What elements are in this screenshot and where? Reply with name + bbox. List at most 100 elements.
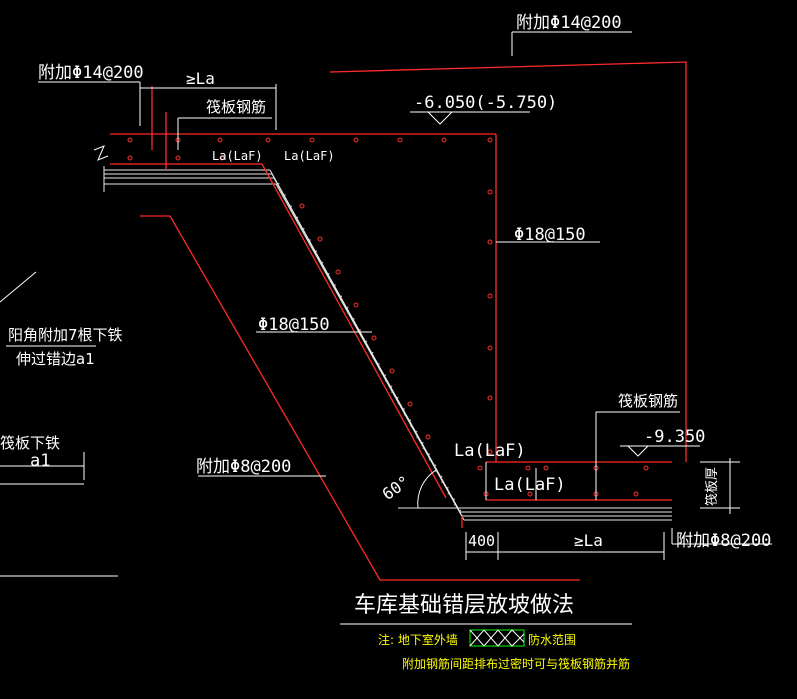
hatch-dot — [372, 357, 375, 360]
hatch-dot — [391, 391, 393, 393]
hatch-dot — [410, 425, 412, 427]
hatch-dot — [284, 199, 287, 202]
hatch-dot — [434, 464, 437, 467]
hatch-dot — [334, 289, 337, 292]
label-anchor-ge-la-top: ≥La — [186, 69, 215, 88]
rebar-dot — [127, 155, 133, 161]
label-elev-top: -6.050(-5.750) — [414, 93, 557, 113]
rebar-dots — [127, 137, 649, 497]
hatch-dot — [378, 368, 381, 371]
hatch-dot — [421, 441, 424, 444]
hatch-dot — [415, 430, 418, 433]
hatch-dot — [309, 239, 311, 241]
rebar-dot — [317, 236, 323, 242]
label-elev-bottom: -9.350 — [644, 427, 705, 447]
hatch-dot — [327, 272, 330, 275]
hatch-dot — [309, 244, 312, 247]
hatch-dot — [365, 340, 368, 343]
hatch-dot — [384, 374, 386, 376]
rebar-dot — [397, 137, 403, 143]
hatch-dot — [390, 385, 393, 388]
hatch-dot — [290, 205, 292, 207]
hatch-dot — [453, 503, 456, 506]
rebar-dot — [633, 491, 639, 497]
hatch-dot — [366, 346, 368, 348]
hatch-dot — [315, 250, 318, 253]
rebar-dot — [371, 335, 377, 341]
hatch-dot — [291, 211, 293, 213]
rebar-dot — [335, 269, 341, 275]
hatch-dot — [396, 396, 399, 399]
rebar-dot — [527, 491, 533, 497]
hatch-dot — [347, 312, 350, 315]
label-anchor-ge-la-bottom: ≥La — [574, 531, 603, 550]
rebar-dot — [309, 137, 315, 143]
label-la-laf-d: La(LaF) — [494, 475, 566, 495]
rebar-dot — [175, 155, 181, 161]
label-raft-rebar-bottom: 筏板钢筋 — [618, 392, 678, 410]
label-a1: a1 — [30, 451, 50, 471]
hatch-dot — [428, 453, 430, 455]
label-corner-bar-line1: 阳角附加7根下铁 — [8, 326, 123, 344]
hatch-dot — [321, 261, 324, 264]
hatch-dot — [440, 475, 443, 478]
hatch-dot — [459, 509, 462, 512]
label-raft-rebar-top: 筏板钢筋 — [206, 98, 266, 116]
legend-note-line2: 附加钢筋间距排布过密时可与筏板钢筋并筋 — [402, 656, 630, 671]
hatch-dot — [302, 227, 305, 230]
rebar-lines — [110, 61, 687, 581]
hatch-dot — [316, 256, 318, 258]
legend-note-prefix: 注: 地下室外墙 — [378, 632, 458, 647]
hatch-dot — [359, 334, 362, 337]
rebar-dot — [487, 449, 493, 455]
label-extra-bar-bottom-right: 附加Φ8@200 — [676, 531, 771, 551]
drawing-title: 车库基础错层放坡做法 — [354, 593, 574, 618]
rebar-dot — [487, 395, 493, 401]
hatch-dot — [340, 295, 343, 298]
rebar-dot — [217, 137, 223, 143]
rebar-dot — [487, 137, 493, 143]
label-extra-bar-bottom-left: 附加Φ8@200 — [196, 457, 291, 477]
rebar-dot — [219, 155, 225, 161]
hatch-dot — [385, 380, 387, 382]
label-wall-bar: Φ18@150 — [514, 225, 586, 245]
hatch-dot — [409, 419, 412, 422]
hatch-dot — [334, 284, 336, 286]
rebar-dot — [425, 434, 431, 440]
label-raft-bottom-bar: 筏板下铁 — [0, 434, 60, 452]
hatch-dot — [447, 492, 450, 495]
rebar-dot — [487, 239, 493, 245]
hatch-dot — [278, 188, 281, 191]
rebar-dot — [487, 189, 493, 195]
waterproof-legend-box — [469, 629, 525, 647]
rebar-dot — [389, 368, 395, 374]
dimension-lines — [0, 31, 772, 625]
rebar-dot — [265, 137, 271, 143]
hatch-dot — [447, 487, 449, 489]
label-dim-400: 400 — [468, 532, 495, 550]
rebar-dot — [299, 203, 305, 209]
hatch-dot — [403, 408, 405, 410]
hatch-dot — [277, 182, 280, 185]
hatch-dot — [322, 267, 324, 269]
hatch-dot — [422, 447, 425, 450]
rebar-dot — [353, 137, 359, 143]
label-angle: 60° — [379, 472, 414, 504]
rebar-dot — [477, 465, 483, 471]
rebar-dot — [487, 345, 493, 351]
hatch-dot — [284, 194, 286, 196]
hatch-dot — [353, 323, 356, 326]
label-raft-thickness: 筏板厚 — [704, 467, 720, 506]
hatch-dot — [371, 351, 374, 354]
hatch-dot — [272, 177, 274, 179]
rebar-dot — [441, 137, 447, 143]
rebar-dot — [127, 137, 133, 143]
hatch-dot — [403, 413, 406, 416]
hatch-dot — [397, 402, 400, 405]
label-corner-bar-line2: 伸过错边a1 — [16, 350, 95, 368]
rebar-dot — [543, 465, 549, 471]
hatch-dot — [341, 301, 343, 303]
label-top-extra-bar-left: 附加Φ14@200 — [38, 63, 144, 83]
hatch-dot — [296, 216, 299, 219]
hatch-dot — [328, 278, 331, 281]
